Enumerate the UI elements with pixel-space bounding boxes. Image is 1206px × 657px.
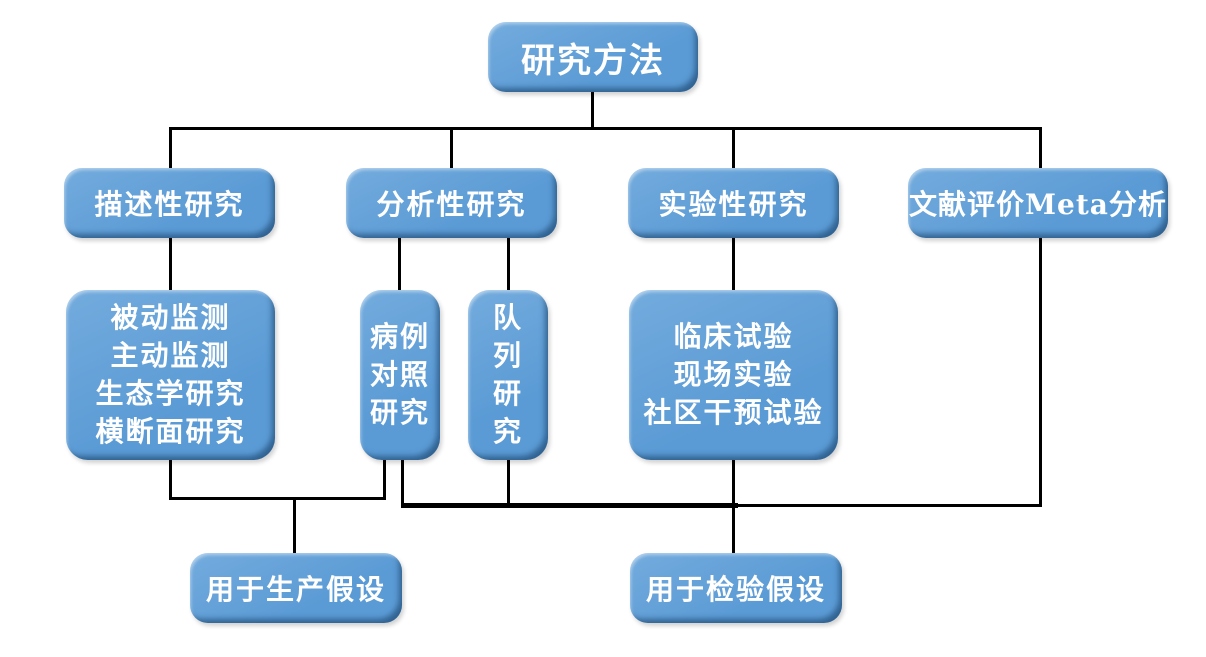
node-line: 病例: [369, 320, 430, 353]
node-line: 研究: [369, 396, 430, 429]
connector-drop-meta: [1039, 129, 1042, 169]
node-label: 用于检验假设: [645, 573, 826, 606]
node-line: 列: [492, 339, 523, 372]
node-line: 对照: [369, 358, 430, 391]
connector-drop-descriptive: [169, 129, 172, 169]
connector-descmethods-down: [169, 459, 172, 500]
connector-case-control-left-stub: [383, 459, 386, 500]
connector-level1-bus: [169, 127, 1042, 130]
node-line: 研: [492, 377, 523, 410]
node-experimental-methods: 临床试验 现场实验 社区干预试验: [629, 290, 838, 460]
node-line: 队: [492, 301, 523, 334]
node-cohort-study: 队 列 研 究: [468, 290, 548, 460]
connector-case-control-right-stub: [401, 459, 404, 507]
node-line: 横断面研究: [95, 415, 246, 448]
node-research-methods: 研究方法: [488, 22, 698, 92]
node-descriptive-research: 描述性研究: [64, 168, 275, 238]
connector-test-bus-right: [736, 504, 1042, 507]
node-line: 被动监测: [110, 301, 231, 334]
node-label: 研究方法: [521, 40, 665, 81]
connector-cohort-down: [507, 459, 510, 507]
node-label: 分析性研究: [376, 188, 527, 221]
node-generate-hypothesis: 用于生产假设: [190, 553, 402, 623]
node-line: 生态学研究: [95, 377, 246, 410]
node-meta-analysis: 文献评价Meta分析: [908, 168, 1168, 238]
node-line: 社区干预试验: [643, 396, 824, 429]
node-line: 临床试验: [673, 320, 794, 353]
connector-experimental-child: [732, 237, 735, 291]
connector-analytical-cohort: [507, 237, 510, 291]
connector-root-drop: [591, 92, 594, 130]
node-analytical-research: 分析性研究: [346, 168, 557, 238]
connector-test-drop: [732, 459, 735, 555]
node-label: 描述性研究: [94, 188, 245, 221]
connector-meta-long-drop: [1039, 237, 1042, 507]
node-line: 主动监测: [110, 339, 231, 372]
node-label: 实验性研究: [658, 188, 809, 221]
node-line: 究: [492, 415, 523, 448]
connector-drop-experimental: [732, 129, 735, 169]
node-descriptive-methods: 被动监测 主动监测 生态学研究 横断面研究: [66, 290, 275, 460]
connector-test-bus-left: [401, 503, 738, 508]
node-line: 现场实验: [673, 358, 794, 391]
node-case-control-study: 病例 对照 研究: [360, 290, 440, 460]
node-test-hypothesis: 用于检验假设: [630, 553, 842, 623]
node-label: 文献评价Meta分析: [909, 188, 1167, 221]
connector-drop-analytical: [450, 129, 453, 169]
connector-generate-bus: [169, 497, 386, 500]
connector-descriptive-child: [169, 237, 172, 291]
node-label: 用于生产假设: [205, 573, 386, 606]
node-experimental-research: 实验性研究: [628, 168, 839, 238]
connector-generate-drop: [293, 499, 296, 555]
connector-analytical-case-control: [398, 237, 401, 291]
